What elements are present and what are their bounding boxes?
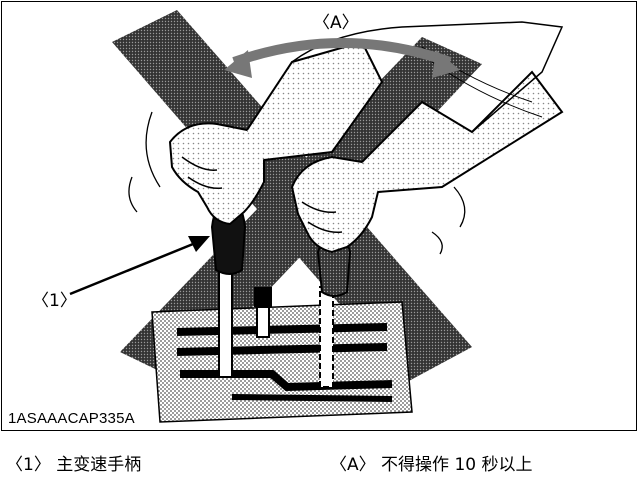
caption-operation-limit: 〈A〉 不得操作 10 秒以上	[330, 450, 533, 475]
caption-key-a: 〈A〉	[330, 455, 376, 475]
callout-label-a: 〈A〉	[313, 13, 359, 33]
caption-text-1: 主变速手柄	[56, 455, 142, 475]
rotation-arrow-icon	[224, 38, 460, 78]
motion-lines	[128, 111, 466, 255]
right-hand	[290, 70, 564, 254]
shift-gate-plate	[151, 301, 413, 423]
caption-main-shift-lever: 〈1〉 主变速手柄	[6, 450, 141, 475]
caption-key-1: 〈1〉	[6, 455, 51, 475]
lever-shafts	[218, 271, 334, 388]
shift-lever-illustration	[69, 10, 564, 423]
callout-1-arrow	[69, 236, 210, 296]
caption-row: 〈1〉 主变速手柄 〈A〉 不得操作 10 秒以上	[0, 450, 640, 476]
illustration-frame: 〈1〉 〈A〉 1ASAAACAP335A	[1, 1, 637, 431]
callout-label-1: 〈1〉	[32, 291, 77, 311]
figure-id: 1ASAAACAP335A	[8, 410, 135, 427]
left-hand	[168, 40, 384, 226]
caption-text-a: 不得操作 10 秒以上	[381, 455, 533, 475]
